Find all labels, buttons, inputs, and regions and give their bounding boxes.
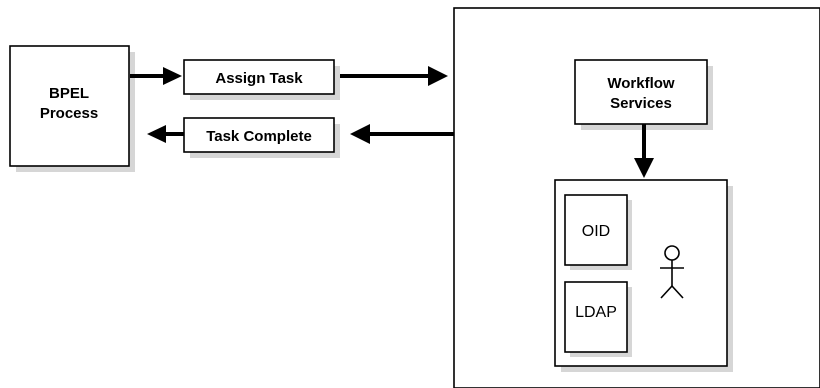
workflow-services-label-line1: Workflow [607, 75, 675, 92]
oid-label: OID [582, 223, 610, 240]
person-icon [660, 245, 684, 299]
task-complete-box: Task Complete [183, 117, 340, 158]
workflow-services-label-line2: Services [610, 95, 672, 112]
bpel-process-box: BPEL Process [9, 45, 135, 172]
bpel-process-label-line1: BPEL [49, 85, 89, 102]
ldap-box: LDAP [564, 281, 632, 357]
arrow-assign-task-to-workflow [340, 66, 448, 86]
assign-task-label: Assign Task [215, 70, 303, 87]
task-complete-label: Task Complete [206, 128, 312, 145]
oid-box: OID [564, 194, 632, 270]
bpel-process-label-line2: Process [40, 105, 98, 122]
arrow-workflow-to-task-complete [350, 124, 455, 144]
arrow-bpel-to-assign-task [130, 67, 182, 85]
workflow-services-box: Workflow Services [574, 59, 713, 130]
arrow-task-complete-to-bpel [147, 125, 184, 143]
ldap-label: LDAP [575, 304, 617, 321]
assign-task-box: Assign Task [183, 59, 340, 100]
arrow-workflow-services-to-identity-store [634, 124, 654, 178]
